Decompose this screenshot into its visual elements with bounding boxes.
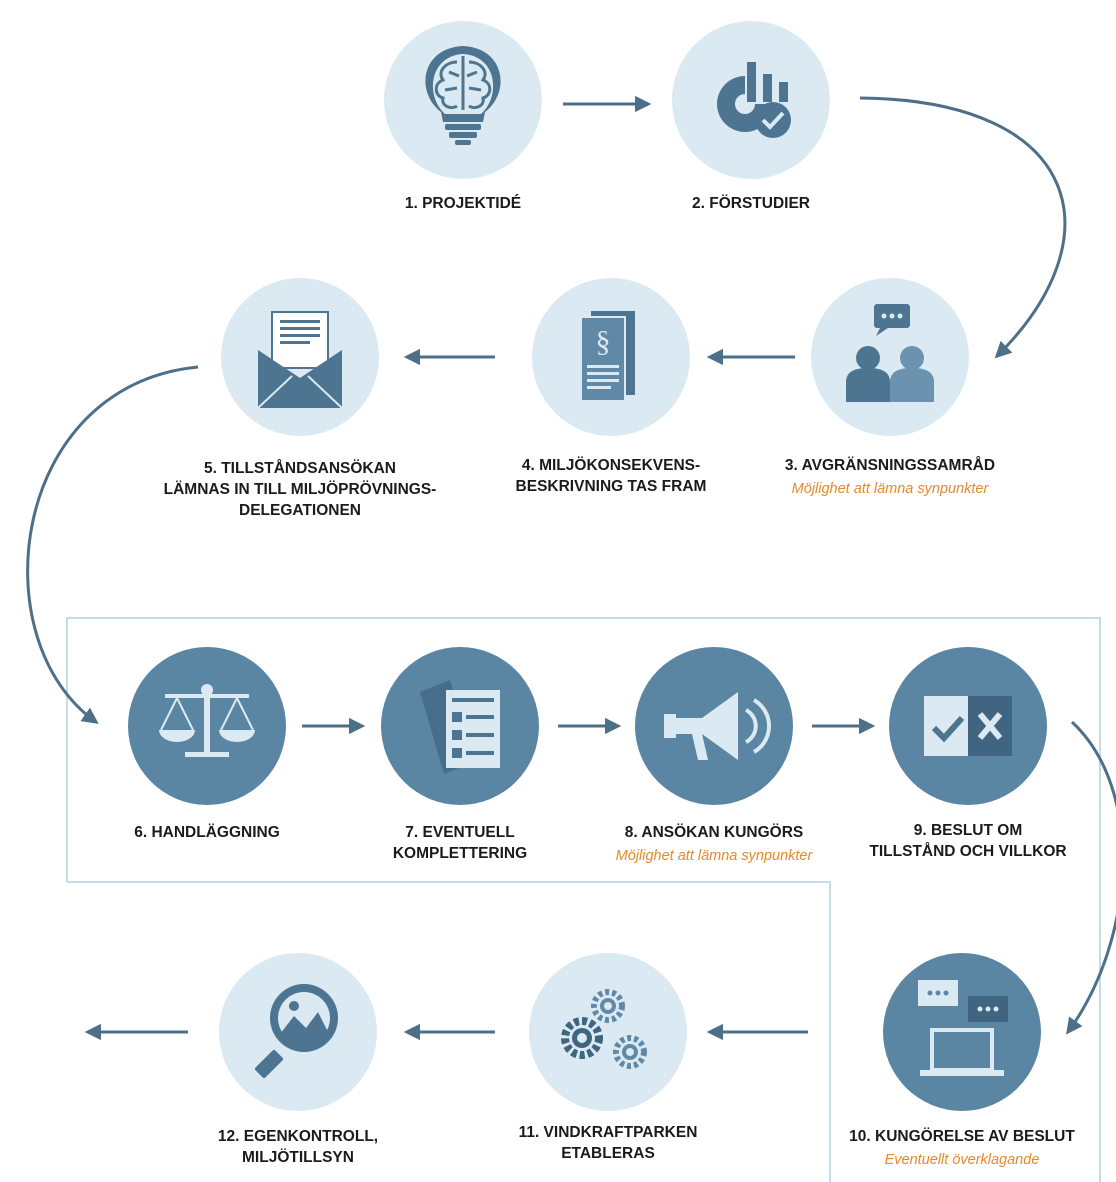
paragraph-document-icon: § [580, 311, 635, 402]
chart-check-icon [717, 62, 791, 138]
magnifier-landscape-icon [254, 984, 338, 1079]
step-3-circle [811, 278, 969, 436]
arrow-9-10 [1066, 720, 1116, 1035]
step-label: 5. TILLSTÅNDSANSÖKAN LÄMNAS IN TILL MILJ… [163, 460, 437, 519]
envelope-letter-icon [257, 311, 343, 409]
step-3: 3. AVGRÄNSNINGSSAMRÅD Möjlighet att lämn… [745, 455, 1035, 498]
step-11: 11. VINDKRAFTPARKEN ETABLERAS [488, 1122, 728, 1164]
step-label: 12. EGENKONTROLL, MILJÖTILLSYN [217, 1128, 379, 1166]
step-7: 7. EVENTUELL KOMPLETTERING [350, 822, 570, 864]
step-8: 8. ANSÖKAN KUNGÖRS Möjlighet att lämna s… [584, 822, 844, 865]
step-label: 9. BESLUT OM TILLSTÅND OCH VILLKOR [869, 822, 1067, 860]
laptop-chat-icon [918, 980, 1008, 1076]
step-note: Eventuellt överklagande [884, 1152, 1040, 1168]
step-2: 2. FÖRSTUDIER [641, 193, 861, 214]
megaphone-icon [664, 692, 772, 760]
step-label: 4. MILJÖKONSEKVENS- BESKRIVNING TAS FRAM [515, 457, 707, 495]
step-note: Möjlighet att lämna synpunkter [615, 848, 813, 864]
step-9: 9. BESLUT OM TILLSTÅND OCH VILLKOR [848, 820, 1088, 862]
step-label: 10. KUNGÖRELSE AV BESLUT [849, 1128, 1075, 1145]
step-label: 3. AVGRÄNSNINGSSAMRÅD [784, 457, 996, 474]
step-4: 4. MILJÖKONSEKVENS- BESKRIVNING TAS FRAM [491, 455, 731, 497]
arrow-5-6 [26, 365, 199, 724]
step-note: Möjlighet att lämna synpunkter [791, 481, 989, 497]
step-11-circle [529, 953, 687, 1111]
step-12: 12. EGENKONTROLL, MILJÖTILLSYN [178, 1126, 418, 1168]
svg-text:§: § [596, 325, 611, 358]
gears-icon [561, 989, 647, 1069]
check-cross-icon [924, 696, 1012, 756]
step-label: 1. PROJEKTIDÉ [404, 195, 522, 212]
step-label: 8. ANSÖKAN KUNGÖRS [624, 824, 804, 841]
step-label: 11. VINDKRAFTPARKEN ETABLERAS [518, 1124, 698, 1162]
step-label: 7. EVENTUELL KOMPLETTERING [392, 824, 528, 862]
step-5: 5. TILLSTÅNDSANSÖKAN LÄMNAS IN TILL MILJ… [135, 458, 465, 521]
step-label: 6. HANDLÄGGNING [134, 824, 280, 841]
checklist-clipboard-icon [420, 680, 500, 774]
step-10: 10. KUNGÖRELSE AV BESLUT Eventuellt över… [832, 1126, 1092, 1169]
highlight-frame [66, 617, 1101, 1182]
lightbulb-brain-icon [425, 46, 501, 145]
step-6: 6. HANDLÄGGNING [97, 822, 317, 843]
step-label: 2. FÖRSTUDIER [692, 195, 810, 212]
step-1: 1. PROJEKTIDÉ [353, 193, 573, 214]
scales-icon [159, 684, 255, 757]
people-dialogue-icon [846, 304, 934, 402]
arrow-2-3 [859, 96, 1067, 359]
